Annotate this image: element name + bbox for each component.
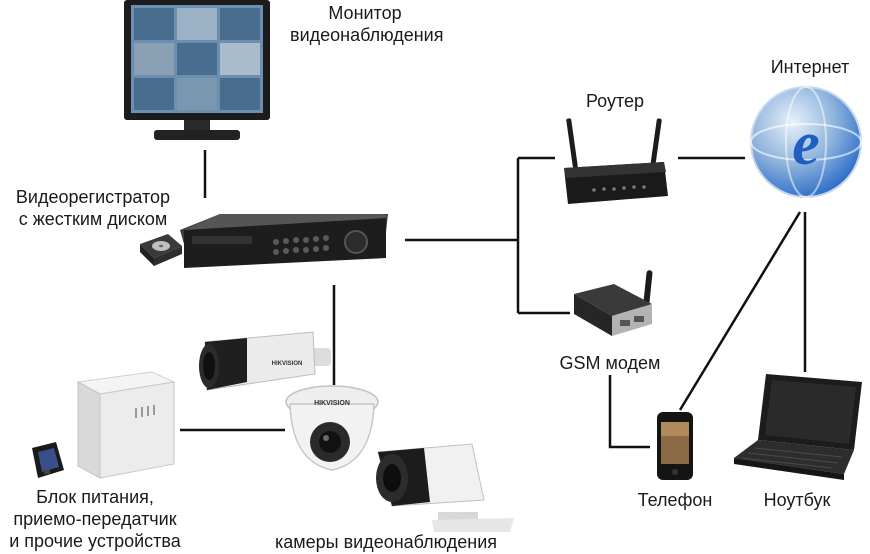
bullet-camera-icon: HIKVISION xyxy=(199,331,331,391)
dvr-icon xyxy=(180,214,388,268)
power-supply-icon xyxy=(76,371,176,479)
wire-internet-phone xyxy=(678,211,802,411)
monitor-label-line1: Монитор xyxy=(328,3,402,23)
power-supply-label-line1: Блок питания, xyxy=(36,487,154,507)
hard-disk-icon xyxy=(140,234,182,266)
wire-gsm-phone xyxy=(608,375,650,449)
svg-text:HIKVISION: HIKVISION xyxy=(272,361,303,367)
phone-label: Телефон xyxy=(637,490,713,510)
gsm-modem-label: GSM модем xyxy=(559,353,661,373)
monitor-icon xyxy=(124,0,270,140)
dvr-label: Видеорегистратор с жестким диском xyxy=(4,186,182,230)
router-icon xyxy=(564,118,668,204)
internet-globe-icon: e xyxy=(750,86,862,198)
transceiver-icon xyxy=(32,442,64,478)
box-camera-icon xyxy=(376,443,514,532)
internet-label: Интернет xyxy=(770,57,850,77)
cameras-label: камеры видеонаблюдения xyxy=(274,532,498,552)
dvr-label-line1: Видеорегистратор xyxy=(15,187,171,207)
gsm-modem-icon xyxy=(574,270,653,336)
laptop-icon xyxy=(734,374,862,480)
router-label: Роутер xyxy=(585,91,645,111)
svg-text:e: e xyxy=(792,110,820,178)
camera-brand: HIKVISION xyxy=(314,400,350,407)
power-supply-label-line2: приемо-передатчик xyxy=(13,509,177,529)
monitor-label-line2: видеонаблюдения xyxy=(290,25,444,45)
power-supply-label-line3: и прочие устройства xyxy=(9,531,181,551)
monitor-label: Монитор видеонаблюдения xyxy=(290,2,444,46)
power-supply-label: Блок питания, приемо-передатчик и прочие… xyxy=(0,486,190,552)
laptop-label: Ноутбук xyxy=(763,490,831,510)
dome-camera-icon: HIKVISION xyxy=(285,385,379,471)
dvr-label-line2: с жестким диском xyxy=(18,209,168,229)
phone-icon xyxy=(657,412,693,480)
